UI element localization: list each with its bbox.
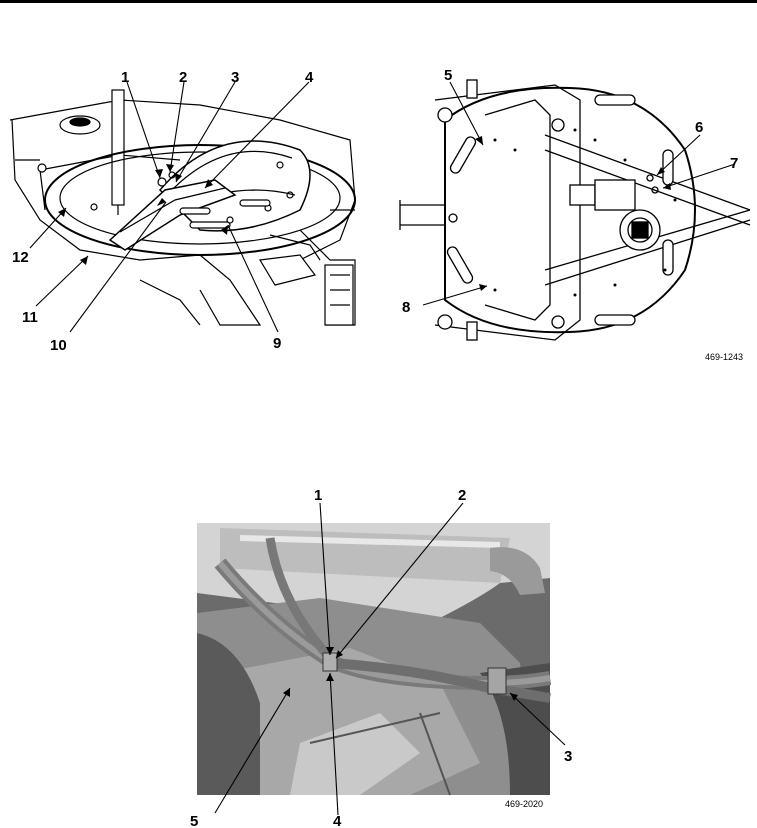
callout-2: 2: [458, 487, 466, 504]
figure-top-left-drawing: 1 2 3 4 12 11 10 9: [9, 69, 356, 354]
callout-2: 2: [179, 69, 187, 86]
callout-4: 4: [305, 69, 314, 86]
callout-3: 3: [231, 69, 239, 86]
callout-8: 8: [402, 299, 410, 316]
callout-12: 12: [12, 249, 29, 266]
figure-id-469-2020: 469-2020: [505, 799, 543, 809]
callout-5: 5: [444, 67, 452, 84]
figure-id-469-1243: 469-1243: [705, 352, 743, 362]
callout-1: 1: [314, 487, 322, 504]
callout-10: 10: [50, 337, 67, 354]
figure-top-right-drawing: 5 6 7 8 469-1243: [399, 67, 751, 362]
callout-3: 3: [564, 748, 572, 765]
callout-5: 5: [190, 813, 198, 828]
callout-11: 11: [22, 309, 38, 326]
figure-top-left: 1 2 3 4 12 11 10 9: [0, 60, 370, 360]
figure-top-right: 5 6 7 8 469-1243: [395, 60, 755, 365]
callout-4: 4: [333, 813, 342, 828]
page-top-rule: [0, 0, 757, 3]
figure-bottom-drawing: 1 2 3 4 5 469-2020: [190, 487, 572, 828]
figure-bottom: 1 2 3 4 5 469-2020: [180, 483, 580, 828]
callout-1: 1: [121, 69, 129, 86]
photo: [197, 523, 552, 796]
callout-6: 6: [695, 119, 703, 136]
callout-9: 9: [273, 335, 281, 352]
callout-7: 7: [730, 155, 738, 172]
